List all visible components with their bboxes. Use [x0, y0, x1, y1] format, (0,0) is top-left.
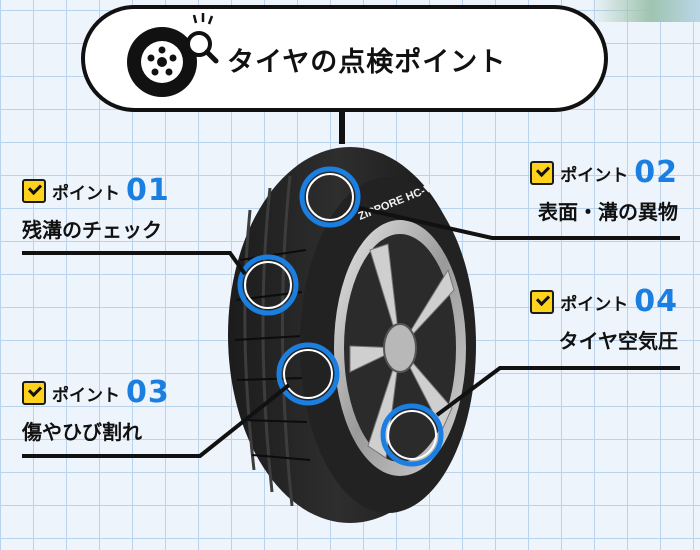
point-03-number: 03 — [126, 375, 170, 410]
point-03-desc: 傷やひび割れ — [22, 420, 142, 444]
point-01: ポイント 01 残溝のチェック — [22, 176, 170, 243]
point-01-label: ポイント — [52, 183, 120, 204]
page-title: タイヤの点検ポイント — [227, 47, 507, 78]
inspect-circle-01 — [237, 254, 299, 316]
check-icon — [22, 381, 46, 405]
point-01-number: 01 — [126, 173, 170, 208]
magnifier-icon — [186, 13, 219, 64]
point-02-desc: 表面・溝の異物 — [538, 200, 678, 224]
point-04-desc: タイヤ空気圧 — [558, 329, 678, 353]
point-02-label: ポイント — [560, 165, 629, 186]
inspect-circle-02 — [299, 166, 361, 228]
point-02: ポイント 02 表面・溝の異物 — [530, 158, 678, 225]
check-icon — [530, 290, 555, 314]
tire-icon — [127, 13, 219, 97]
point-04: ポイント 04 タイヤ空気圧 — [530, 287, 678, 354]
point-04-label: ポイント — [560, 294, 629, 315]
corner-scenery — [590, 0, 700, 22]
inspect-circle-03 — [276, 342, 340, 406]
check-icon — [22, 179, 46, 203]
point-02-number: 02 — [634, 155, 678, 190]
point-03: ポイント 03 傷やひび割れ — [22, 378, 170, 445]
point-04-number: 04 — [634, 284, 678, 319]
inspect-circle-04 — [380, 403, 444, 467]
check-icon — [530, 161, 555, 185]
point-01-desc: 残溝のチェック — [22, 218, 162, 242]
point-03-label: ポイント — [52, 385, 120, 406]
title-connector — [339, 112, 345, 144]
tire-illustration: ZIPPORE HC-V — [228, 147, 476, 523]
